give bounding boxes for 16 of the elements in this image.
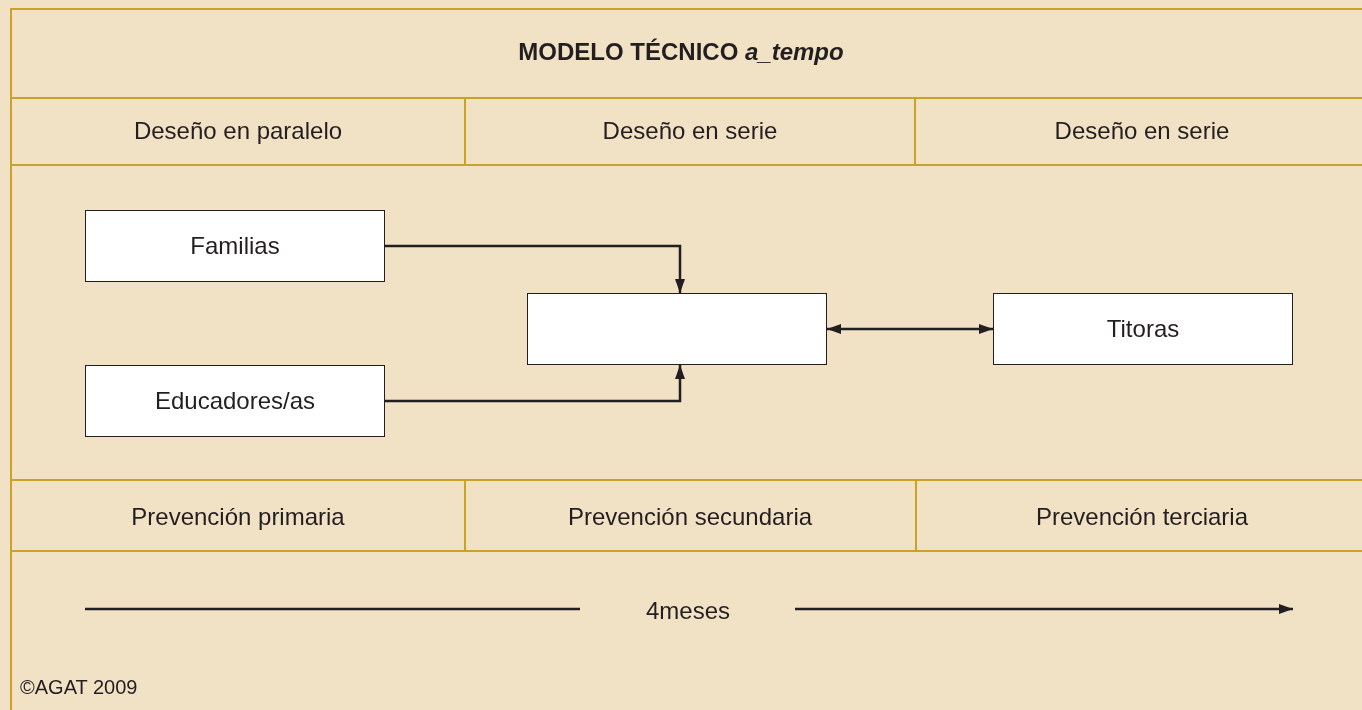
column-heading: Deseño en serie [602,117,778,145]
row-label: Prevención secundaria [567,503,813,531]
row-label: Prevención terciaria [1035,503,1249,531]
arrow [827,324,993,334]
row-label: Prevención primaria [131,503,345,531]
column-heading: Deseño en paralelo [133,117,343,145]
process-box: Titoras [993,293,1293,365]
process-box: Familias [85,210,385,282]
diagram-title: MODELO TÉCNICO a_tempo [517,38,845,66]
arrow [385,244,685,293]
column-heading: Deseño en serie [1054,117,1230,145]
process-box: Educadores/as [85,365,385,437]
time-label: 4meses [646,597,730,625]
copyright-notice: ©AGAT 2009 [20,676,138,699]
process-box [527,293,827,365]
arrow [385,365,685,403]
